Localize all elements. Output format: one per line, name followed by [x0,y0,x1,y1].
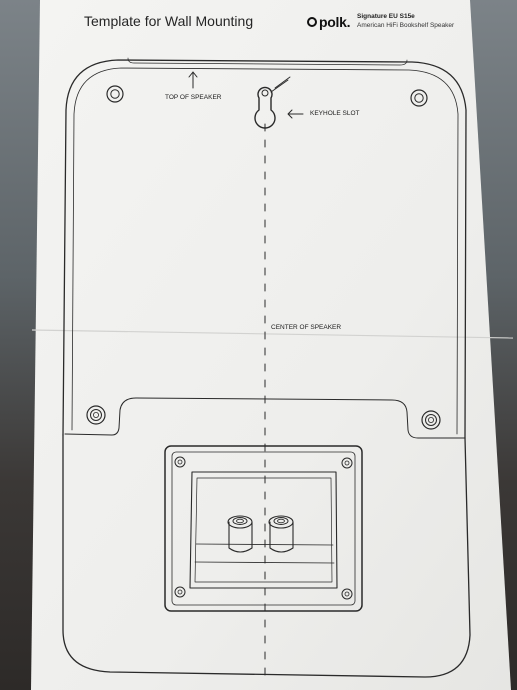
mount-hole-bottom-left [86,405,106,425]
speaker-outline-lower [62,434,471,678]
page-title: Template for Wall Mounting [84,13,254,29]
speaker-top-rim [127,57,408,66]
terminal-plate [164,445,363,612]
brand-name: polk. [319,14,351,30]
binding-post-right [268,515,294,553]
model-subtitle: American HiFi Bookshelf Speaker [357,22,455,29]
paper-sheet [31,0,511,690]
center-of-speaker-label: CENTER OF SPEAKER [271,324,342,331]
top-arrow [188,71,198,89]
mount-hole-top-right [410,89,428,107]
speaker-outline-upper-inner [71,67,459,435]
keyhole-slot-label: KEYHOLE SLOT [310,110,360,117]
paper-fold [31,329,514,339]
model-name: Signature EU S15e [357,13,415,20]
speaker-outline-upper [62,59,467,439]
binding-post-left [227,515,253,553]
mount-hole-bottom-right [421,410,441,430]
speaker-step [64,397,466,439]
mount-hole-top-left [106,85,124,103]
brand-logo: polk. [307,14,350,30]
keyhole-slot [254,76,291,129]
keyhole-arrow [287,109,304,119]
logo-mark-icon [307,17,317,27]
top-of-speaker-label: TOP OF SPEAKER [165,94,222,101]
